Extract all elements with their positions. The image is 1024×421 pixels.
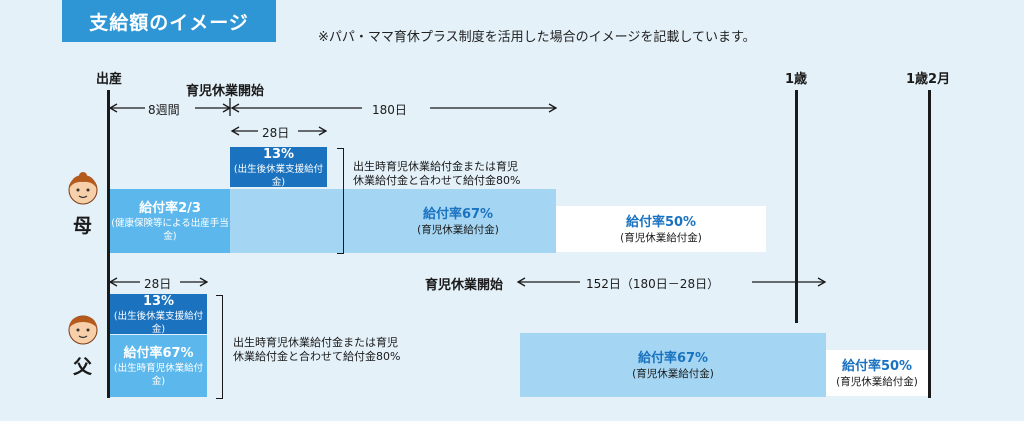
father-span-152-days: 152日（180日－28日） bbox=[586, 277, 720, 291]
father-note-line-1: 出生時育児休業給付金または育児 bbox=[233, 336, 398, 349]
father-block-50-sub: (育児休業給付金) bbox=[836, 375, 918, 388]
father-block-13-percent: 13% (出生後休業支援給付金) bbox=[110, 293, 207, 335]
one-year-label: 1歳 bbox=[785, 72, 808, 87]
mother-span-8-weeks: 8週間 bbox=[148, 103, 180, 117]
father-block-13-main: 13% bbox=[142, 293, 175, 309]
mother-label: 母 bbox=[73, 215, 93, 237]
mother-block-67-main: 給付率67% bbox=[422, 206, 494, 222]
mother-note: 出生時育児休業給付金または育児 休業給付金と合わせて給付金80% bbox=[353, 160, 520, 188]
mother-block-two-thirds-sub: (健康保険等による出産手当金) bbox=[111, 217, 229, 242]
father-label: 父 bbox=[73, 356, 93, 378]
one-year-two-months-label: 1歳2月 bbox=[906, 72, 951, 87]
mother-span-180-days: 180日 bbox=[372, 103, 407, 117]
mother-avatar bbox=[66, 172, 100, 210]
mother-block-13-sub: (出生後休業支援給付金) bbox=[233, 163, 324, 188]
mother-block-50-main: 給付率50% bbox=[625, 214, 697, 230]
birth-label: 出産 bbox=[96, 72, 123, 87]
father-note: 出生時育児休業給付金または育児 休業給付金と合わせて給付金80% bbox=[233, 336, 400, 364]
father-block-67a-main: 給付率67% bbox=[123, 345, 194, 361]
mother-block-two-thirds-main: 給付率2/3 bbox=[139, 200, 201, 216]
mother-block-two-thirds: 給付率2/3 (健康保険等による出産手当金) bbox=[110, 189, 230, 253]
mother-note-line-1: 出生時育児休業給付金または育児 bbox=[353, 160, 518, 173]
father-block-67b-main: 給付率67% bbox=[637, 350, 709, 366]
page-title: 支給額のイメージ bbox=[62, 0, 276, 42]
mother-block-13-main: 13% bbox=[262, 146, 295, 162]
father-block-50-percent: 給付率50% (育児休業給付金) bbox=[826, 350, 928, 396]
one-year-line bbox=[795, 90, 798, 323]
mother-leave-start-label: 育児休業開始 bbox=[186, 84, 265, 99]
mother-bracket bbox=[337, 148, 344, 254]
birth-line bbox=[107, 90, 110, 398]
one-year-two-months-line bbox=[928, 90, 931, 398]
mother-span-28-days: 28日 bbox=[262, 126, 290, 140]
mother-block-50-sub: (育児休業給付金) bbox=[620, 231, 702, 244]
mother-block-67-percent: 給付率67% (育児休業給付金) bbox=[230, 189, 556, 253]
mother-face-icon bbox=[68, 172, 98, 205]
father-block-13-sub: (出生後休業支援給付金) bbox=[113, 310, 204, 335]
father-block-67-percent-leave: 給付率67% (育児休業給付金) bbox=[520, 333, 826, 397]
father-note-line-2: 休業給付金と合わせて給付金80% bbox=[233, 350, 401, 363]
father-block-67a-sub: (出生時育児休業給付金) bbox=[113, 362, 204, 387]
father-face-icon bbox=[68, 315, 98, 345]
mother-block-67-sub: (育児休業給付金) bbox=[417, 223, 499, 236]
mother-block-13-percent: 13% (出生後休業支援給付金) bbox=[230, 146, 327, 188]
father-block-50-main: 給付率50% bbox=[841, 358, 913, 374]
father-avatar bbox=[66, 312, 100, 350]
father-block-67b-sub: (育児休業給付金) bbox=[632, 367, 714, 380]
header-note: ※パパ・ママ育休プラス制度を活用した場合のイメージを記載しています。 bbox=[318, 30, 756, 45]
father-block-67-percent-birth: 給付率67% (出生時育児休業給付金) bbox=[110, 335, 207, 397]
mother-block-50-percent: 給付率50% (育児休業給付金) bbox=[556, 206, 766, 252]
father-span-28-days: 28日 bbox=[144, 277, 172, 291]
father-leave-start-label: 育児休業開始 bbox=[425, 278, 504, 293]
mother-note-line-2: 休業給付金と合わせて給付金80% bbox=[353, 174, 521, 187]
father-bracket bbox=[216, 295, 223, 399]
